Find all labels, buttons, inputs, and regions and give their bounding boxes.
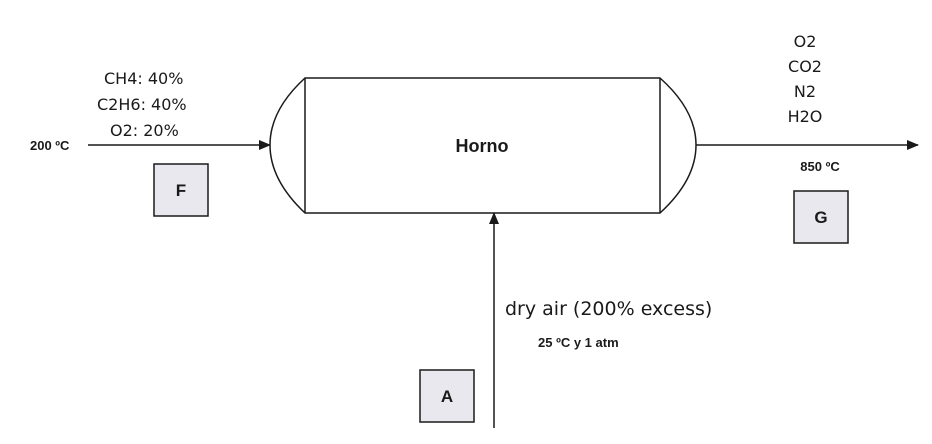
gas-component-n2: N2: [794, 82, 816, 101]
air-stream-box: [419, 369, 475, 423]
gas-stream: O2 CO2 N2 H2O 850 ºC G: [696, 32, 919, 244]
air-stream: dry air (200% excess) 25 ºC y 1 atm A: [419, 212, 712, 428]
feed-stream-box: [153, 163, 209, 217]
air-description: dry air (200% excess): [505, 298, 712, 320]
air-conditions: 25 ºC y 1 atm: [538, 335, 619, 350]
gas-component-o2: O2: [794, 32, 817, 51]
gas-temperature: 850 ºC: [800, 159, 840, 174]
gas-stream-label: G: [814, 208, 827, 227]
furnace-vessel: Horno: [269, 77, 697, 214]
gas-stream-box: [793, 190, 849, 244]
feed-composition-c2h6: C2H6: 40%: [97, 95, 187, 114]
feed-stream: 200 ºC CH4: 40% C2H6: 40% O2: 20% F: [30, 69, 271, 217]
gas-component-co2: CO2: [788, 57, 822, 76]
furnace-label: Horno: [456, 136, 509, 156]
air-stream-label: A: [441, 387, 453, 406]
feed-composition-ch4: CH4: 40%: [104, 69, 183, 88]
feed-composition-o2: O2: 20%: [110, 121, 179, 140]
gas-component-h2o: H2O: [788, 107, 823, 126]
feed-stream-label: F: [176, 181, 186, 200]
feed-temperature: 200 ºC: [30, 138, 70, 153]
